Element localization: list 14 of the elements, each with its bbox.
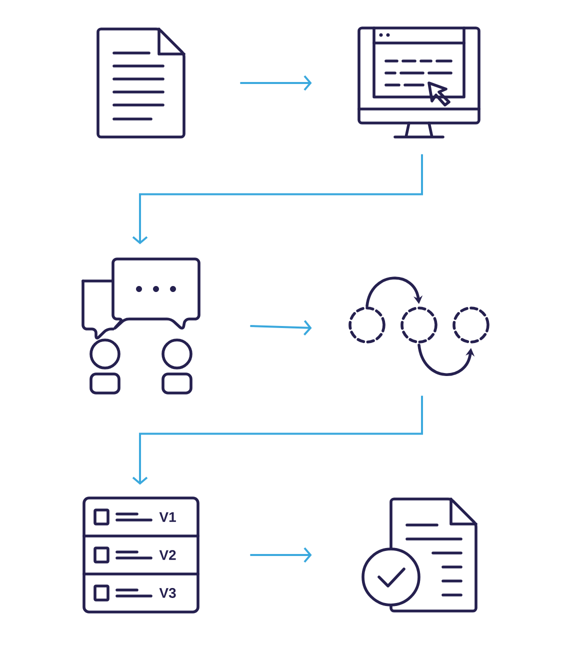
document-icon (362, 498, 478, 612)
arrow (240, 75, 312, 91)
monitor-icon (358, 26, 480, 138)
cycle-icon (348, 276, 490, 376)
version-label: V3 (159, 588, 176, 598)
version-label: V1 (159, 512, 176, 522)
document-icon (96, 28, 186, 138)
chat-people-icon (82, 258, 200, 394)
version-label: V2 (159, 550, 176, 560)
arrow (132, 154, 423, 244)
checklist-icon (82, 496, 200, 614)
arrow (132, 396, 423, 485)
arrow (250, 547, 312, 563)
arrow (250, 320, 312, 336)
